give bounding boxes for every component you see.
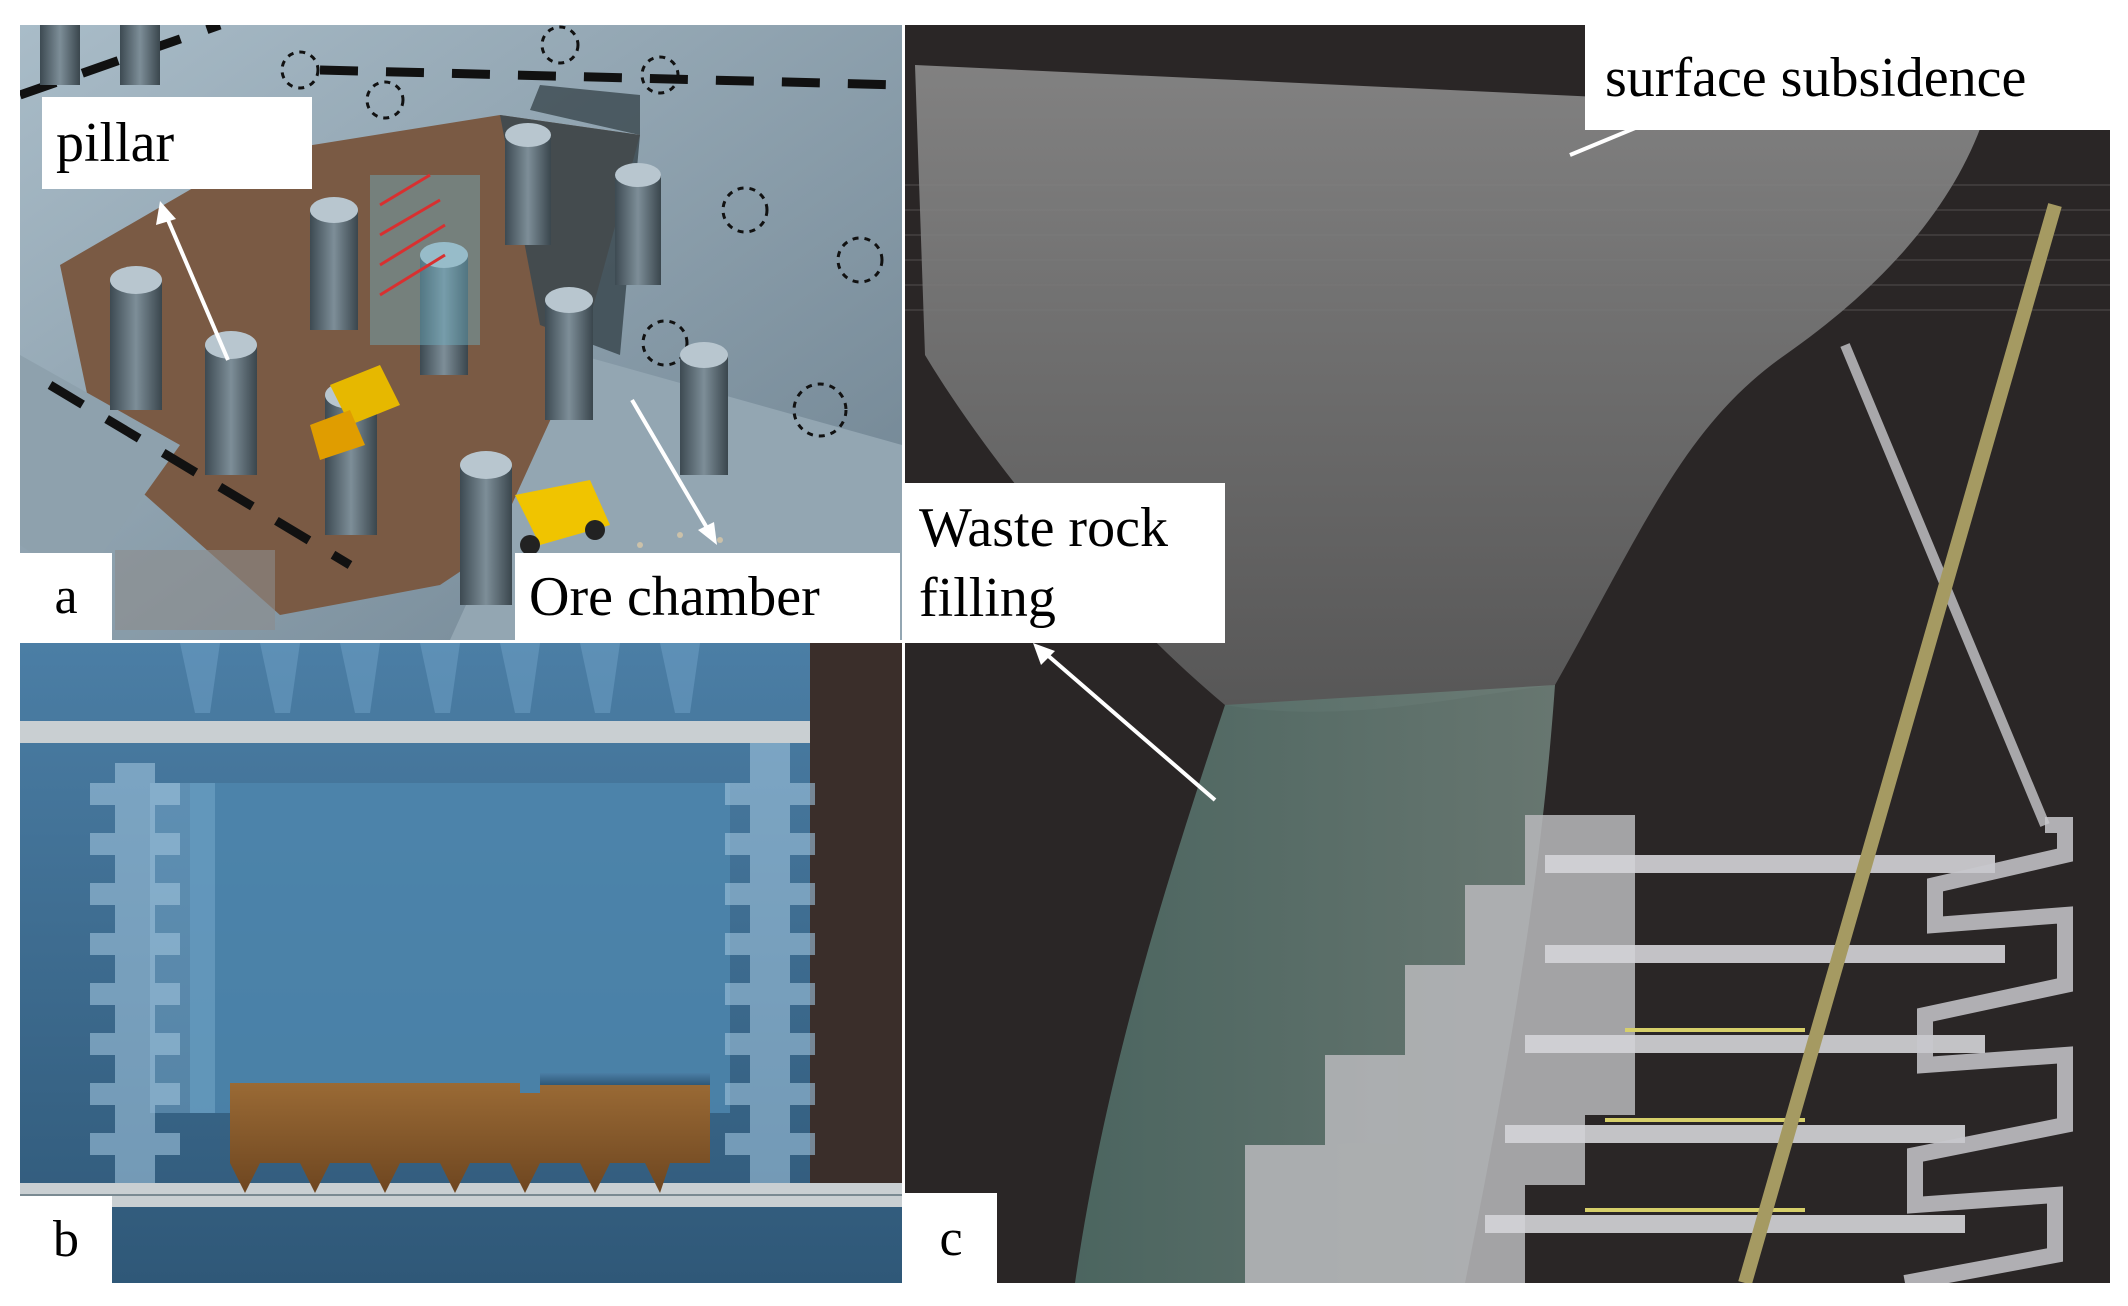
ore-chamber-label: Ore chamber (515, 553, 900, 640)
stope-void (190, 783, 730, 1113)
panel-b-illustration (20, 643, 902, 1283)
mining-vehicles (310, 365, 610, 555)
stepped-stopes (1245, 815, 1635, 1283)
waste-rock-label-line1: Waste rock (919, 497, 1168, 559)
ramp (1903, 817, 2073, 1283)
broken-ore (230, 1083, 710, 1193)
panel-b-cross-section: b (20, 643, 902, 1283)
right-raise (725, 743, 815, 1183)
panel-c-illustration (905, 25, 2110, 1283)
panel-a-room-and-pillar: pillar Ore chamber a (20, 25, 902, 640)
pillars (40, 25, 728, 605)
waste-rock-label-line2: filling (919, 567, 1056, 629)
upper-drift (20, 721, 810, 743)
main-shaft (1738, 203, 2062, 1283)
panel-c-subsidence-filling: surface subsidence Waste rock filling c (905, 25, 2110, 1283)
panel-a-letter: a (20, 553, 112, 640)
left-raise (90, 763, 180, 1183)
surface-subsidence-label: surface subsidence (1585, 25, 2110, 130)
waste-rock-filling-label: Waste rock filling (905, 483, 1225, 643)
pillar-label: pillar (42, 97, 312, 189)
levels (1485, 855, 2005, 1233)
panel-b-letter: b (20, 1196, 112, 1283)
panel-c-letter: c (905, 1193, 997, 1283)
